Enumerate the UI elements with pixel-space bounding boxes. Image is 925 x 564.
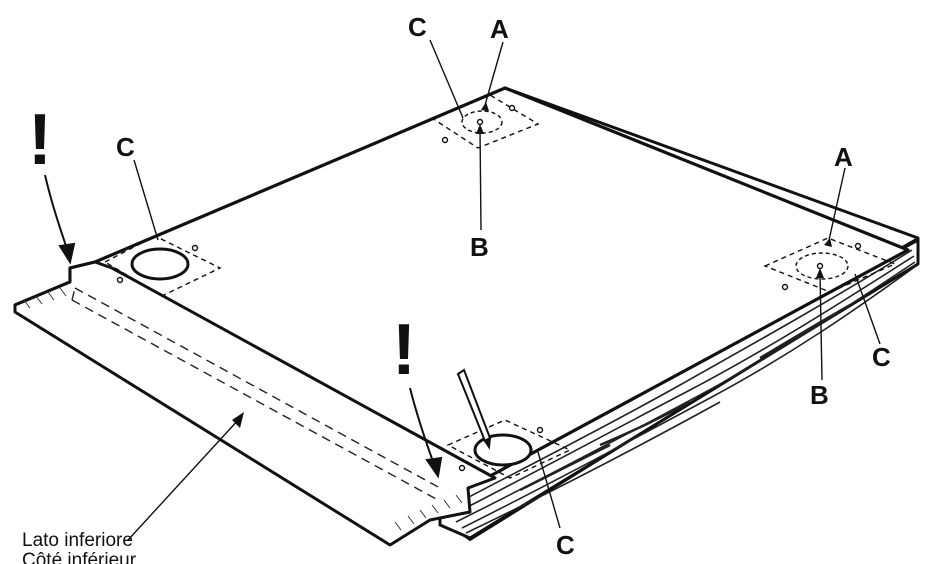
dashed-guide <box>71 287 441 501</box>
arrowheads <box>232 102 832 428</box>
callout-c-top: C <box>408 12 427 42</box>
warning-arrow-middle <box>409 387 443 479</box>
ruler-ticks <box>23 287 463 531</box>
warning-mark-middle: ! <box>392 310 416 390</box>
warning-arrow-left <box>44 174 76 265</box>
caption-line-1: Lato inferiore <box>22 530 133 551</box>
callout-c-right: C <box>872 342 891 372</box>
mount-plate-right <box>763 237 897 293</box>
wood-grain <box>447 249 917 534</box>
callout-a-top: A <box>490 14 509 44</box>
leader-lines <box>127 39 881 541</box>
warning-mark-left: ! <box>28 100 52 180</box>
callout-b-top: B <box>470 232 489 262</box>
callout-a-right: A <box>834 142 853 172</box>
callout-b-right: B <box>810 380 829 410</box>
mount-plate-left <box>103 235 222 297</box>
caption-line-2: Côté inférieur <box>22 550 137 564</box>
callout-c-bottom: C <box>556 530 575 560</box>
callout-c-left: C <box>116 132 135 162</box>
ruler-strip <box>13 260 497 547</box>
pencil-icon <box>456 368 492 450</box>
